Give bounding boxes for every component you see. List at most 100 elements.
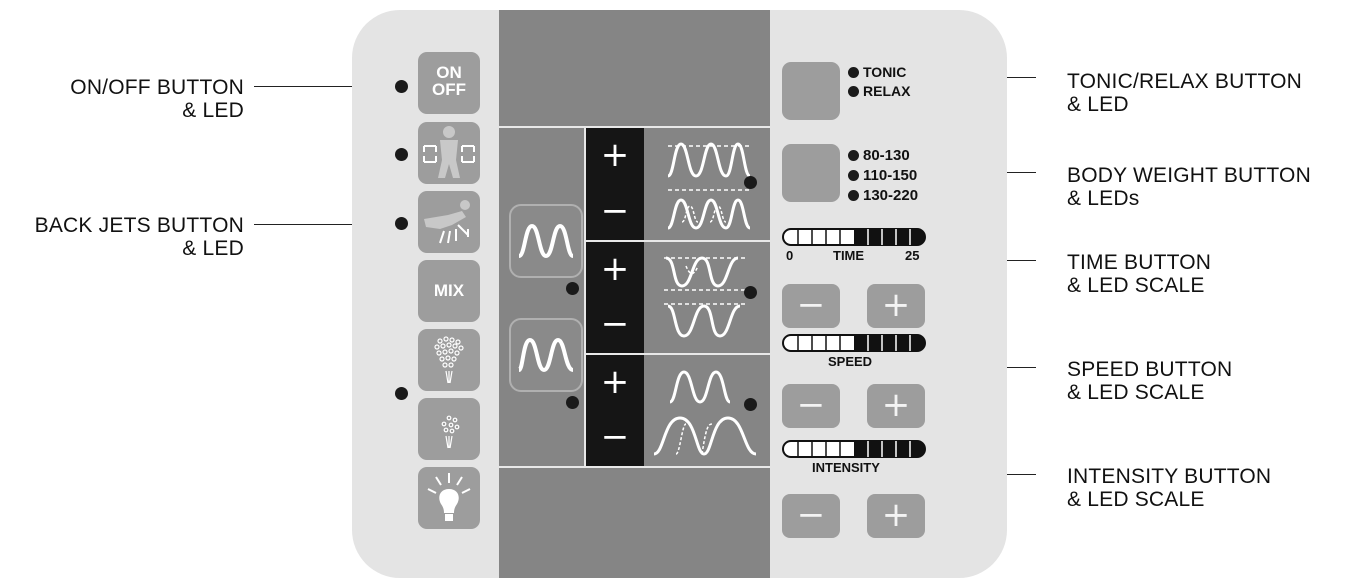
speed-minus-button[interactable]: −: [782, 384, 840, 428]
leader-backjets: [254, 224, 381, 225]
wave-width-diagram: [653, 370, 757, 456]
time-label: TIME: [833, 248, 865, 263]
weight-label-3: 130-220: [863, 187, 919, 204]
body-weight-leds: 80-130 110-150 130-220: [848, 146, 918, 206]
callout-onoff-line2: & LED: [182, 99, 244, 122]
minus-label: −: [600, 191, 630, 231]
speed-label: SPEED: [828, 354, 873, 369]
wave-amplitude-plus-button[interactable]: +: [586, 128, 644, 184]
callout-speed-line2: & LED SCALE: [1067, 381, 1205, 404]
center-divider-bottom: [499, 466, 770, 468]
plus-label: +: [881, 385, 911, 425]
intensity-minus-button[interactable]: −: [782, 494, 840, 538]
wave-offset-diagram: [664, 256, 746, 338]
time-max-label: 25: [905, 248, 920, 263]
callout-time: TIME BUTTON & LED SCALE: [1067, 251, 1211, 297]
wave-amplitude-led: [744, 176, 757, 189]
weight-led-2: [848, 170, 859, 181]
callout-tonic-line1: TONIC/RELAX BUTTON: [1067, 70, 1303, 93]
plus-label: +: [600, 362, 630, 402]
minus-label: −: [796, 385, 826, 425]
onoff-on-label: ON: [436, 63, 462, 82]
wave-offset-plus-button[interactable]: +: [586, 242, 644, 298]
wave-width-led: [744, 398, 757, 411]
center-divider-2: [584, 240, 770, 242]
bubbles-strong-button[interactable]: [418, 329, 480, 391]
onoff-led: [395, 80, 408, 93]
light-button[interactable]: [418, 467, 480, 529]
plus-label: +: [881, 495, 911, 535]
bubbles-light-button[interactable]: [418, 398, 480, 460]
minus-label: −: [796, 285, 826, 325]
callout-time-line2: & LED SCALE: [1067, 274, 1205, 297]
callout-backjets: BACK JETS BUTTON & LED: [0, 214, 244, 260]
bubbles-led: [395, 387, 408, 400]
weight-led-1: [848, 150, 859, 161]
tonic-label: TONIC: [863, 64, 907, 80]
backjets-button[interactable]: [418, 191, 480, 253]
callout-intensity-line1: INTENSITY BUTTON: [1067, 465, 1272, 488]
callout-intensity-line2: & LED SCALE: [1067, 488, 1205, 511]
intensity-plus-button[interactable]: +: [867, 494, 925, 538]
wave-amplitude-minus-button[interactable]: −: [586, 184, 644, 240]
leader-onoff: [254, 86, 381, 87]
backjets-icon: [424, 200, 470, 244]
mix-label: MIX: [433, 281, 465, 300]
backjets-led: [395, 217, 408, 230]
wave-width-plus-button[interactable]: +: [586, 355, 644, 411]
wave1-button[interactable]: [509, 204, 583, 278]
body-jets-button[interactable]: [418, 122, 480, 184]
time-minus-button[interactable]: −: [782, 284, 840, 328]
callout-onoff: ON/OFF BUTTON & LED: [0, 76, 244, 122]
mix-button[interactable]: MIX: [418, 260, 480, 322]
wave-offset-led: [744, 286, 757, 299]
callout-backjets-line1: BACK JETS BUTTON: [34, 214, 244, 237]
tonic-relax-leds: TONIC RELAX: [848, 63, 910, 101]
callout-speed-line1: SPEED BUTTON: [1067, 358, 1233, 381]
wave1-led: [566, 282, 579, 295]
callout-onoff-line1: ON/OFF BUTTON: [70, 76, 244, 99]
plus-label: +: [600, 249, 630, 289]
body-jets-led: [395, 148, 408, 161]
weight-label-1: 80-130: [863, 147, 910, 164]
tonic-relax-button[interactable]: [782, 62, 840, 120]
wave2-led: [566, 396, 579, 409]
intensity-label: INTENSITY: [812, 460, 880, 475]
onoff-button[interactable]: ON OFF: [418, 52, 480, 114]
wave-offset-minus-button[interactable]: −: [586, 297, 644, 353]
relax-led: [848, 86, 859, 97]
wave1-icon: [517, 223, 575, 259]
wave-amplitude-diagram: [667, 142, 751, 230]
callout-intensity: INTENSITY BUTTON & LED SCALE: [1067, 465, 1271, 511]
body-jets-icon: [423, 126, 475, 178]
minus-label: −: [600, 304, 630, 344]
wave2-button[interactable]: [509, 318, 583, 392]
time-min-label: 0: [786, 248, 794, 263]
weight-label-2: 110-150: [863, 167, 918, 184]
callout-weight-line1: BODY WEIGHT BUTTON: [1067, 164, 1311, 187]
relax-label: RELAX: [863, 83, 911, 99]
time-led-scale: [782, 228, 926, 246]
center-divider-3: [584, 353, 770, 355]
wave2-icon: [517, 337, 574, 373]
callout-tonic: TONIC/RELAX BUTTON & LED: [1067, 70, 1302, 116]
callout-tonic-line2: & LED: [1067, 93, 1129, 116]
wave-width-minus-button[interactable]: −: [586, 410, 644, 466]
center-divider-top: [499, 126, 770, 128]
callout-weight-line2: & LEDs: [1067, 187, 1140, 210]
time-plus-button[interactable]: +: [867, 284, 925, 328]
tonic-led: [848, 67, 859, 78]
speed-plus-button[interactable]: +: [867, 384, 925, 428]
weight-led-3: [848, 190, 859, 201]
speed-led-scale: [782, 334, 926, 352]
bubbles-light-icon: [441, 415, 460, 449]
onoff-off-label: OFF: [432, 80, 466, 99]
plus-label: +: [881, 285, 911, 325]
minus-label: −: [796, 495, 826, 535]
plus-label: +: [600, 135, 630, 175]
intensity-led-scale: [782, 440, 926, 458]
body-weight-button[interactable]: [782, 144, 840, 202]
minus-label: −: [600, 417, 630, 457]
callout-backjets-line2: & LED: [182, 237, 244, 260]
callout-weight: BODY WEIGHT BUTTON & LEDs: [1067, 164, 1311, 210]
